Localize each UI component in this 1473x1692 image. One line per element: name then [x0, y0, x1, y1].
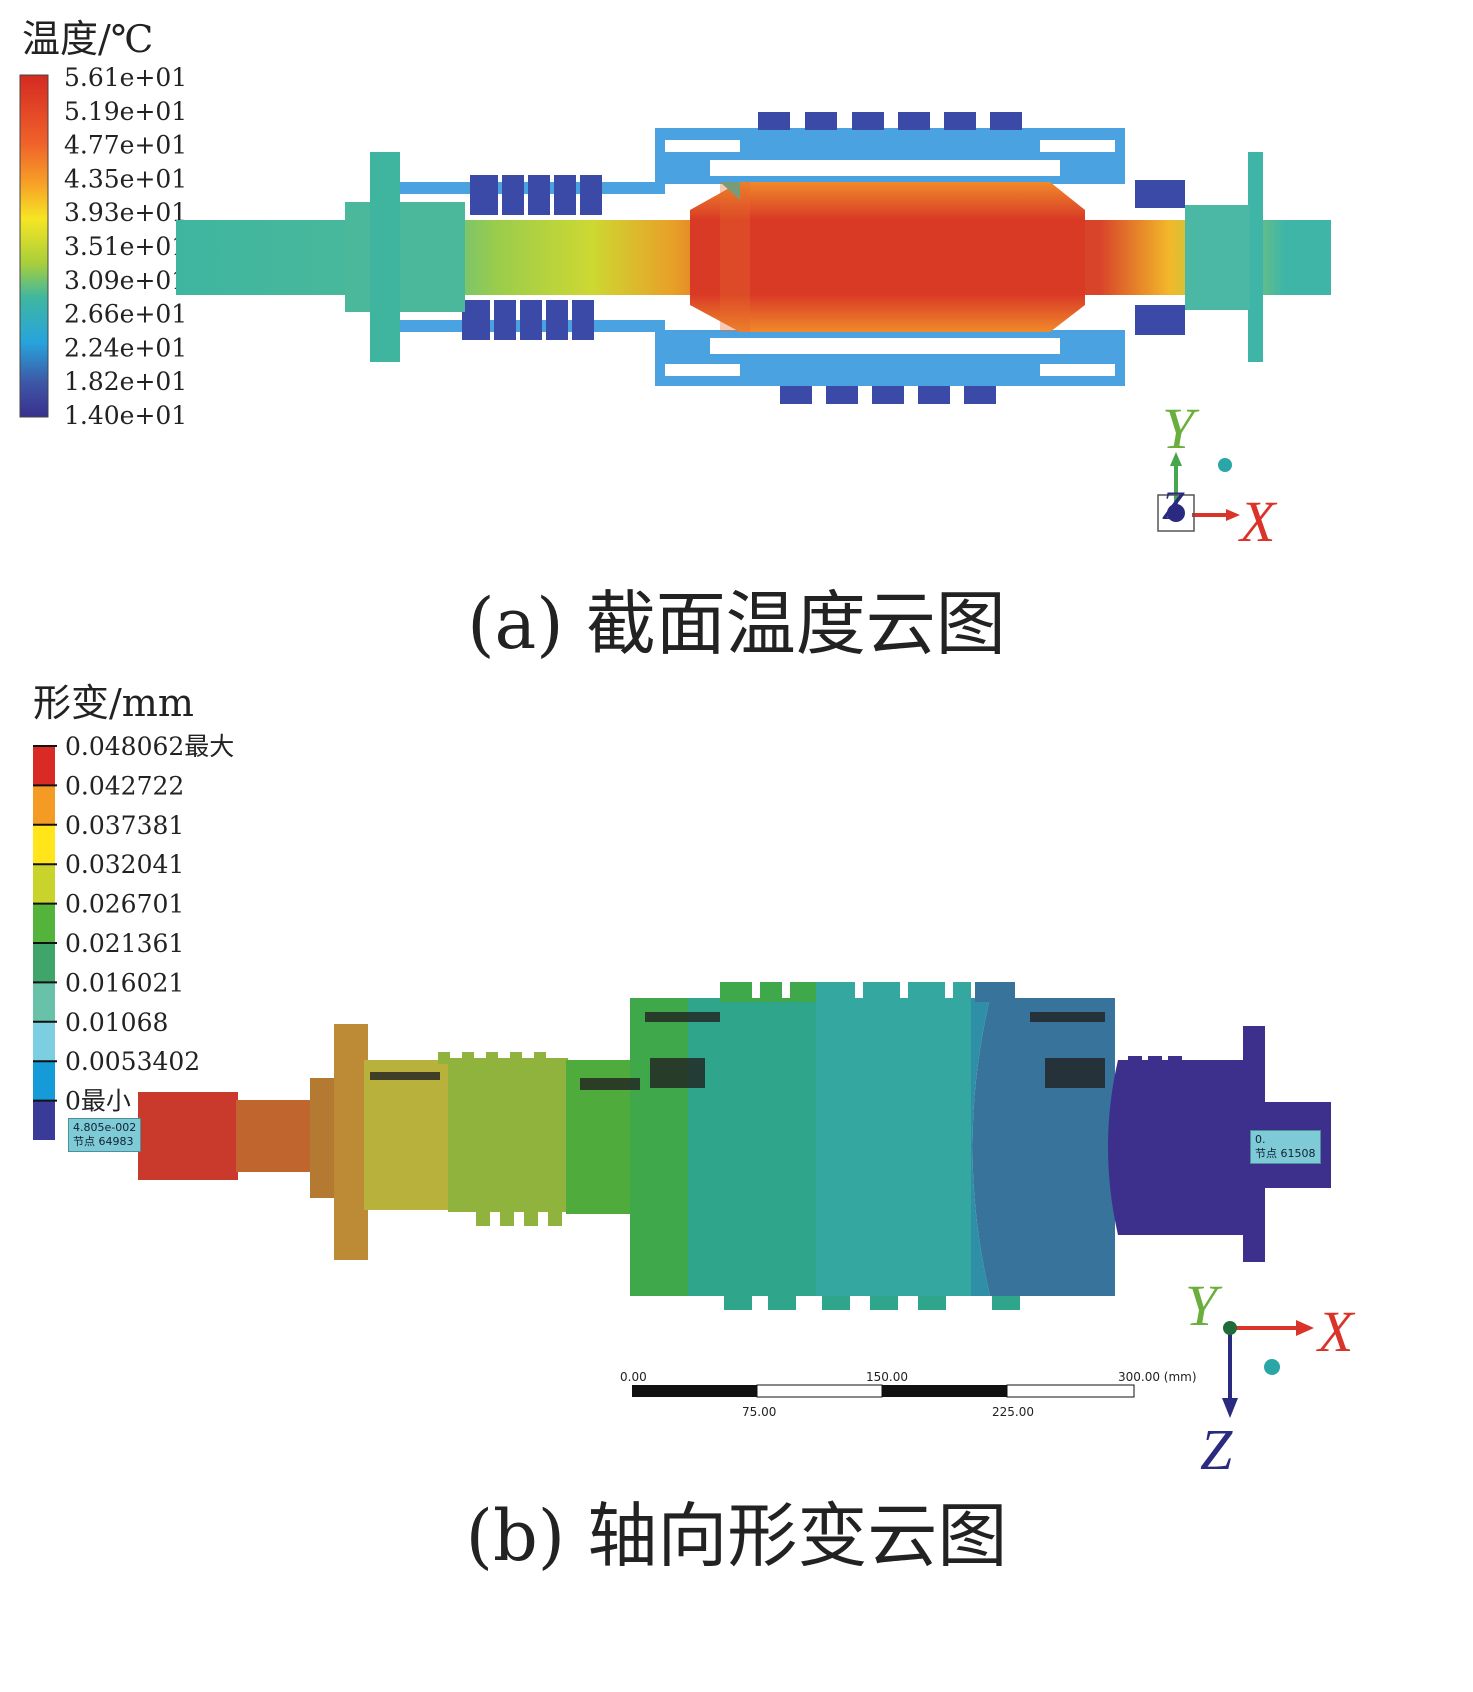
temperature-tick-label: 3.09e+01	[64, 266, 187, 295]
scale-tick-300: 300.00 (mm)	[1118, 1370, 1197, 1384]
triad-a-y-label: Y	[1162, 396, 1195, 461]
deformation-tick-label: 0.037381	[65, 811, 184, 840]
deformation-tick-label: 0.0053402	[65, 1047, 200, 1076]
deformation-color-band	[33, 1100, 55, 1140]
housing-right	[972, 998, 1115, 1296]
temperature-color-bar	[19, 74, 49, 418]
scale-bar	[632, 1384, 1135, 1398]
caption-a: (a) 截面温度云图	[467, 583, 1006, 665]
axis-triad-b	[1222, 1320, 1314, 1418]
deformation-color-band	[33, 1061, 55, 1101]
rotor-core	[690, 182, 1085, 332]
scale-tick-75: 75.00	[742, 1405, 777, 1419]
temperature-tick-label: 1.82e+01	[64, 367, 187, 396]
axis-triad-a	[1157, 452, 1240, 532]
temperature-tick-label: 2.66e+01	[64, 300, 187, 329]
deformation-tick-label: 0.048062最大	[65, 732, 234, 761]
triad-b-z-label: Z	[1200, 1417, 1233, 1482]
probe-min-value: 0.	[1255, 1133, 1266, 1146]
triad-a-z-label: Z	[1162, 483, 1185, 528]
scale-tick-0: 0.00	[620, 1370, 647, 1384]
right-flange	[1248, 152, 1263, 362]
temperature-tick-label: 3.93e+01	[64, 198, 187, 227]
shaft-left-end	[138, 1092, 238, 1180]
housing-center	[816, 998, 971, 1296]
scale-tick-150: 150.00	[866, 1370, 908, 1384]
scale-tick-225: 225.00	[992, 1405, 1034, 1419]
deformation-color-band	[33, 864, 55, 904]
temperature-tick-label: 5.19e+01	[64, 97, 187, 126]
deformation-legend-title: 形变/mm	[33, 681, 194, 725]
deformation-color-band	[33, 785, 55, 825]
temperature-tick-label: 5.61e+01	[64, 63, 187, 92]
deformation-tick-label: 0.042722	[65, 771, 184, 800]
caption-b: (b) 轴向形变云图	[465, 1495, 1008, 1577]
temperature-contour-figure: 5.61e+01 5.19e+01 4.77e+01 4.35e+01 3.93e+01…	[19, 63, 1331, 532]
left-flange	[370, 152, 400, 362]
temperature-tick-label: 4.77e+01	[64, 131, 187, 160]
stator-fins-bottom	[780, 386, 996, 404]
left-flange-b	[334, 1024, 368, 1260]
triad-b-x-label: X	[1318, 1299, 1354, 1364]
shaft-right-end	[1108, 1060, 1245, 1235]
right-bearing-fins	[1135, 180, 1185, 335]
deformation-color-band	[33, 982, 55, 1022]
deformation-tick-label: 0.01068	[65, 1008, 168, 1037]
temperature-legend-ticks: 5.61e+01 5.19e+01 4.77e+01 4.35e+01 3.93e+01…	[64, 63, 187, 430]
deformation-tick-label: 0.021361	[65, 929, 184, 958]
probe-min: 0. 节点 61508	[1250, 1130, 1321, 1164]
deformation-color-band	[33, 1021, 55, 1062]
deformation-color-band	[33, 824, 55, 865]
left-bearing-fins	[462, 175, 602, 340]
triad-b-y-label: Y	[1185, 1273, 1218, 1338]
probe-min-node: 节点 61508	[1255, 1147, 1316, 1160]
temperature-tick-label: 1.40e+01	[64, 401, 187, 430]
temperature-tick-label: 2.24e+01	[64, 333, 187, 362]
probe-max-node: 节点 64983	[73, 1135, 134, 1148]
triad-a-x-label: X	[1240, 489, 1276, 554]
probe-max: 4.805e-002 节点 64983	[68, 1118, 142, 1152]
probe-max-value: 4.805e-002	[73, 1121, 137, 1134]
deformation-tick-label: 0.016021	[65, 968, 184, 997]
deformation-color-band	[33, 903, 55, 943]
deformation-color-band	[33, 746, 55, 786]
temperature-tick-label: 4.35e+01	[64, 164, 187, 193]
deformation-tick-label: 0.026701	[65, 890, 184, 919]
stator-fins-top	[758, 112, 1022, 130]
deformation-color-bar	[33, 745, 57, 1140]
deformation-contour-figure: 0.048062最大 0.042722 0.037381 0.032041 0.0267…	[33, 732, 1331, 1418]
temperature-legend-title: 温度/℃	[22, 17, 154, 61]
deformation-color-band	[33, 943, 55, 983]
deformation-tick-label: 0最小	[65, 1087, 131, 1116]
deformation-tick-label: 0.032041	[65, 850, 184, 879]
deformation-legend-ticks: 0.048062最大 0.042722 0.037381 0.032041 0.0267…	[65, 732, 234, 1116]
temperature-tick-label: 3.51e+01	[64, 232, 187, 261]
